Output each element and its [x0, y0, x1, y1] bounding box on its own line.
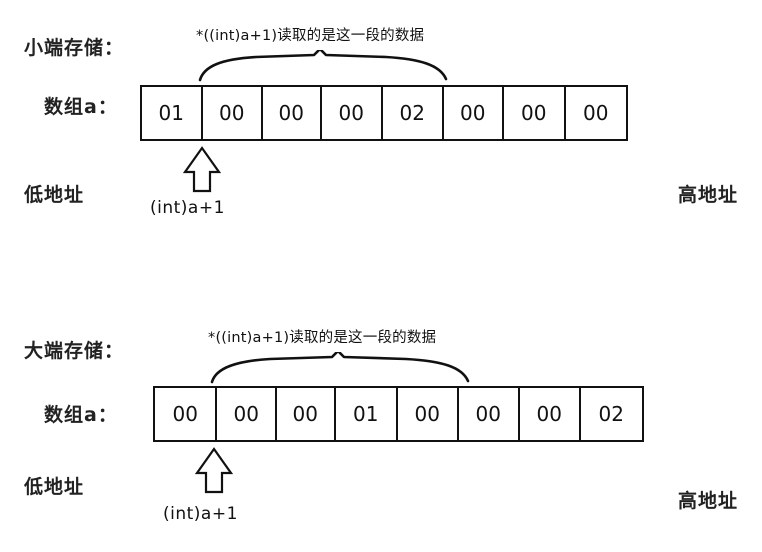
pointer-expression-big: (int)a+1 [163, 504, 238, 524]
byte-cell: 00 [443, 87, 505, 139]
pointer-expression-little: (int)a+1 [150, 198, 225, 218]
byte-cell: 01 [335, 388, 398, 440]
brace-caption-little: *((int)a+1)读取的是这一段的数据 [196, 28, 425, 44]
little-endian-diagram: 小端存储： 数组a： *((int)a+1)读取的是这一段的数据 01 00 0… [24, 28, 738, 218]
low-address-label-big: 低地址 [24, 476, 85, 498]
byte-cell: 00 [263, 87, 322, 139]
range-brace-little [198, 50, 448, 82]
byte-cell: 00 [202, 87, 263, 139]
byte-cell: 02 [383, 87, 444, 139]
high-address-label-little: 高地址 [677, 184, 738, 206]
array-label-little: 数组a： [44, 96, 118, 118]
byte-cell: 00 [398, 388, 459, 440]
low-address-label-little: 低地址 [24, 184, 85, 206]
byte-cell: 00 [321, 87, 384, 139]
array-label-big: 数组a： [44, 404, 118, 426]
brace-caption-big: *((int)a+1)读取的是这一段的数据 [208, 330, 437, 346]
byte-cell: 00 [277, 388, 336, 440]
endian-title-little: 小端存储： [24, 37, 125, 59]
range-brace-big [210, 352, 470, 384]
byte-array-big: 00 00 00 01 00 00 00 02 [153, 386, 644, 442]
byte-cell: 00 [504, 87, 566, 139]
byte-cell: 00 [458, 388, 520, 440]
byte-cell: 02 [580, 388, 642, 440]
high-address-label-big: 高地址 [677, 490, 738, 512]
byte-cell: 00 [217, 388, 277, 440]
pointer-up-arrow-little [182, 146, 222, 193]
byte-cell: 00 [520, 388, 581, 440]
big-endian-diagram: 大端存储： 数组a： *((int)a+1)读取的是这一段的数据 00 00 0… [0, 276, 762, 552]
byte-cell: 00 [155, 388, 218, 440]
pointer-up-arrow-big [194, 447, 234, 494]
endian-title-big: 大端存储： [24, 340, 125, 362]
byte-cell: 00 [565, 87, 626, 139]
byte-cell: 01 [142, 87, 203, 139]
byte-array-little: 01 00 00 00 02 00 00 00 [140, 85, 628, 141]
